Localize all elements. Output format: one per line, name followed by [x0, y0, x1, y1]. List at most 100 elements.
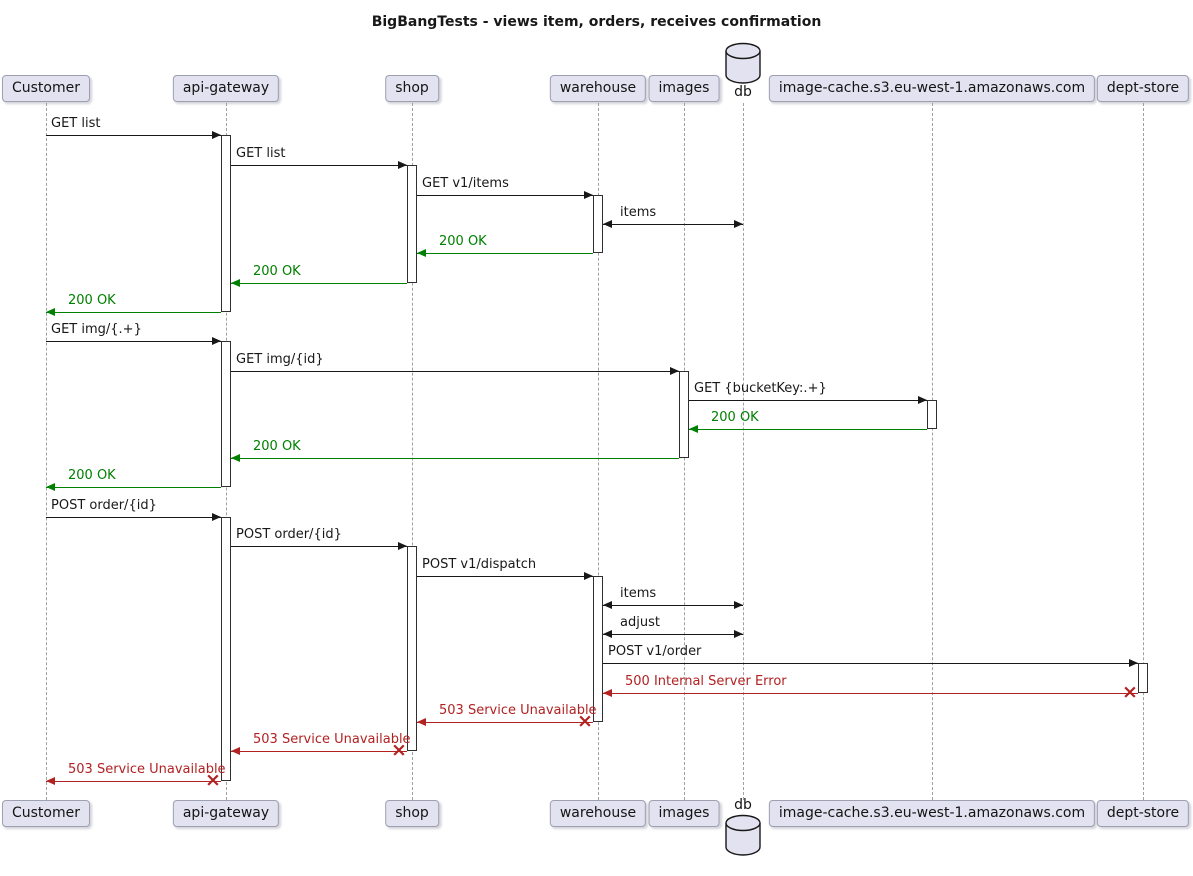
arrowhead-icon	[584, 572, 593, 580]
arrowhead-icon	[918, 396, 927, 404]
lifeline	[743, 103, 744, 800]
message-label: GET list	[51, 116, 101, 131]
activation-bar	[221, 341, 231, 487]
message-line	[689, 400, 927, 401]
message-label: POST order/{id}	[51, 498, 157, 513]
message-label: 200 OK	[253, 439, 301, 454]
message-line	[417, 253, 593, 254]
message-label: 503 Service Unavailable	[68, 762, 226, 777]
failure-x-icon: ×	[205, 769, 221, 791]
database-icon	[725, 814, 761, 856]
arrowhead-icon	[46, 483, 55, 491]
message-label: 503 Service Unavailable	[439, 703, 597, 718]
failure-x-icon: ×	[391, 739, 407, 761]
database-cylinder-bottom	[724, 814, 762, 862]
message-label: items	[620, 205, 657, 220]
participant-box-bottom: images	[648, 800, 720, 827]
participant-box-top: dept-store	[1096, 75, 1190, 102]
message-line	[603, 663, 1138, 664]
activation-bar	[407, 546, 417, 751]
arrowhead-icon	[734, 630, 743, 638]
failure-x-icon: ×	[577, 710, 593, 732]
participant-box-top: image-cache.s3.eu-west-1.amazonaws.com	[768, 75, 1096, 102]
message-label: items	[620, 586, 657, 601]
message-label: POST v1/order	[608, 644, 702, 659]
arrowhead-icon	[603, 689, 612, 697]
arrowhead-icon	[584, 191, 593, 199]
activation-bar	[593, 195, 603, 253]
message-line	[231, 283, 407, 284]
participant-box-top: warehouse	[549, 75, 647, 102]
arrowhead-icon	[1129, 659, 1138, 667]
message-line	[603, 605, 743, 606]
message-line	[417, 195, 593, 196]
arrowhead-icon	[46, 777, 55, 785]
message-line	[231, 165, 407, 166]
failure-x-icon: ×	[1122, 681, 1138, 703]
message-label: POST v1/dispatch	[422, 557, 537, 572]
arrowhead-icon	[734, 220, 743, 228]
message-label: 200 OK	[711, 410, 759, 425]
arrowhead-icon	[670, 367, 679, 375]
message-line	[46, 312, 221, 313]
activation-bar	[221, 517, 231, 781]
lifeline	[1143, 103, 1144, 800]
participant-box-top: Customer	[1, 75, 91, 102]
arrowhead-icon	[417, 718, 426, 726]
participant-box-bottom: Customer	[1, 800, 91, 827]
participant-box-bottom: warehouse	[549, 800, 647, 827]
message-line	[231, 546, 407, 547]
database-icon	[725, 42, 761, 84]
arrowhead-icon	[212, 513, 221, 521]
message-line	[417, 576, 593, 577]
arrowhead-icon	[231, 747, 240, 755]
message-line	[46, 341, 221, 342]
lifeline	[932, 103, 933, 800]
participant-box-bottom: dept-store	[1096, 800, 1190, 827]
message-line	[603, 224, 743, 225]
message-line	[46, 781, 221, 782]
participant-box-bottom: api-gateway	[172, 800, 280, 827]
message-line	[46, 517, 221, 518]
message-label: 200 OK	[439, 234, 487, 249]
activation-bar	[593, 576, 603, 722]
message-label: 503 Service Unavailable	[253, 732, 411, 747]
lifeline	[46, 103, 47, 800]
message-label: GET img/{id}	[236, 352, 324, 367]
activation-bar	[407, 165, 417, 283]
message-line	[231, 751, 407, 752]
message-label: POST order/{id}	[236, 527, 342, 542]
message-label: GET v1/items	[422, 176, 509, 191]
message-line	[46, 135, 221, 136]
message-label: GET list	[236, 146, 286, 161]
message-label: 500 Internal Server Error	[625, 674, 787, 689]
arrowhead-icon	[603, 630, 612, 638]
arrowhead-icon	[46, 308, 55, 316]
participant-label-top: db	[734, 84, 752, 100]
arrowhead-icon	[734, 601, 743, 609]
message-line	[231, 371, 679, 372]
arrowhead-icon	[398, 161, 407, 169]
participant-box-top: shop	[385, 75, 439, 102]
message-label: GET {bucketKey:.+}	[694, 381, 827, 396]
arrowhead-icon	[212, 131, 221, 139]
message-line	[689, 429, 927, 430]
message-line	[417, 722, 593, 723]
activation-bar	[1138, 663, 1148, 693]
lifeline	[412, 103, 413, 800]
arrowhead-icon	[212, 337, 221, 345]
message-label: adjust	[620, 615, 660, 630]
diagram-title: BigBangTests - views item, orders, recei…	[371, 14, 822, 30]
arrowhead-icon	[231, 454, 240, 462]
activation-bar	[679, 371, 689, 458]
message-label: 200 OK	[68, 468, 116, 483]
participant-box-bottom: shop	[385, 800, 439, 827]
arrowhead-icon	[603, 220, 612, 228]
participant-box-bottom: image-cache.s3.eu-west-1.amazonaws.com	[768, 800, 1096, 827]
arrowhead-icon	[417, 249, 426, 257]
arrowhead-icon	[689, 425, 698, 433]
lifeline	[598, 103, 599, 800]
message-line	[46, 487, 221, 488]
activation-bar	[927, 400, 937, 429]
